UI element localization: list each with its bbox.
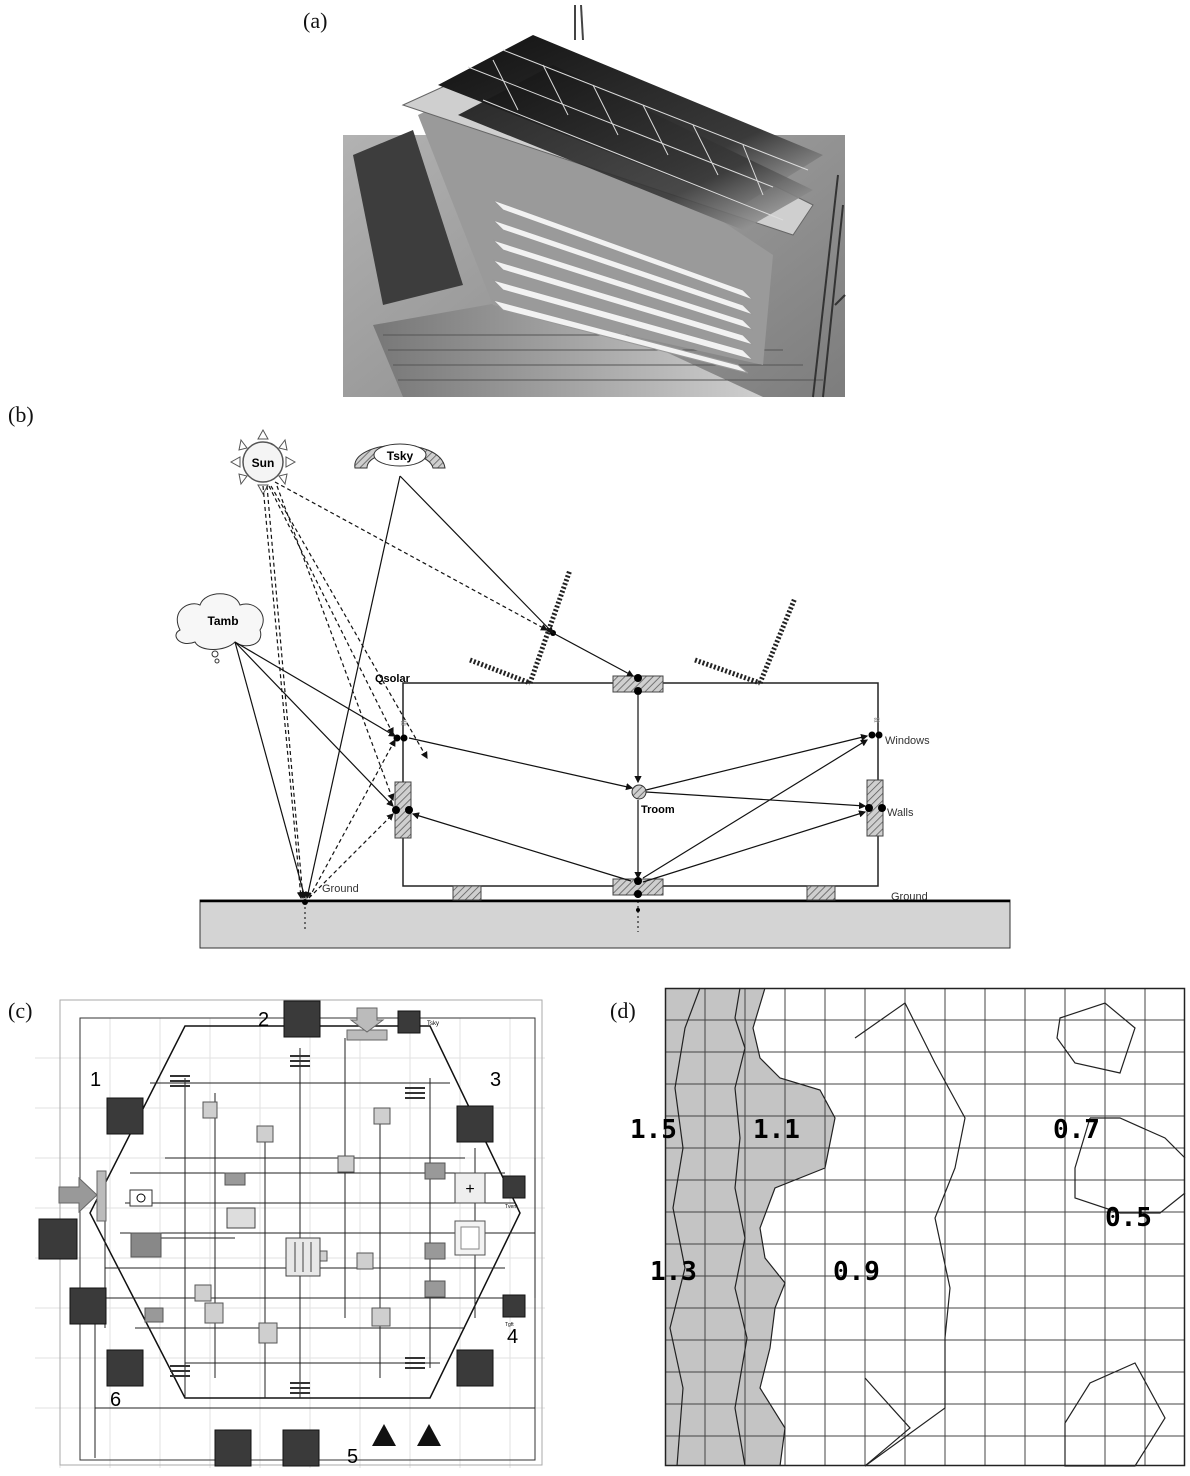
contour-frame (664, 987, 1186, 1467)
panel-b-label: (b) (8, 402, 34, 427)
node-number-5: 5 (347, 1446, 358, 1468)
room-outline (402, 682, 879, 887)
panel-a-render (343, 4, 846, 398)
boundary-blocks (38, 1000, 526, 1467)
panel-c-model: + 1 2 3 4 5 6 Tsky Tvent Tgft (35, 999, 545, 1468)
render-panel-grid (467, 49, 809, 221)
panel-d-label: (d) (610, 998, 636, 1023)
svg-text:≋: ≋ (400, 718, 408, 728)
wind-input-arrow (58, 1170, 107, 1222)
troom-node (631, 784, 647, 800)
center-component-bars (294, 1242, 312, 1272)
tvent-small-label: Tvent (505, 1204, 518, 1210)
panel-c-label: (c) (8, 998, 33, 1023)
contour-label-1-3: 1.3 (650, 1257, 697, 1287)
tamb-node: Tamb (175, 593, 264, 664)
plus-block: + (454, 1172, 486, 1204)
render-louvers (491, 199, 755, 374)
render-deck (373, 295, 763, 397)
walls-label: Walls (887, 807, 914, 819)
ground-ticks (304, 896, 639, 932)
svg-text:≋: ≋ (873, 715, 881, 725)
troom-label: Troom (641, 804, 675, 816)
capacitor-symbols (170, 1055, 425, 1394)
tgft-small-label: Tgft (505, 1322, 514, 1328)
contour-label-0-7: 0.7 (1053, 1115, 1100, 1145)
panel-d-contour: 1.5 1.1 0.7 0.5 1.3 0.9 (630, 987, 1186, 1467)
capacitor-center-left (226, 1207, 256, 1229)
render-house-body (418, 75, 773, 365)
sensor-block (129, 1189, 153, 1207)
node-number-1: 1 (90, 1069, 101, 1091)
sun-label: Sun (252, 456, 275, 470)
render-solar-rows (438, 35, 823, 230)
component-boxes (130, 1101, 446, 1344)
sun-node: Sun (229, 428, 297, 496)
render-grass (353, 130, 463, 305)
support-right (806, 885, 836, 901)
tamb-label: Tamb (207, 614, 238, 628)
qsolar-label: Qsolar (375, 673, 411, 685)
contour-lines (669, 987, 1186, 1467)
heat-links-dashed (262, 481, 549, 900)
tsky-label: Tsky (387, 449, 414, 463)
white-block-inner (460, 1226, 480, 1250)
contour-label-1-1: 1.1 (753, 1115, 800, 1145)
node-number-4: 4 (507, 1326, 518, 1348)
window-left-node: ≋ (393, 718, 408, 742)
contour-shaded-outer (665, 988, 747, 1466)
contour-shaded-middle (735, 988, 835, 1466)
svg-text:+: + (465, 1181, 474, 1198)
ground-slab (199, 899, 1011, 949)
sun-input-arrow (346, 1007, 388, 1041)
tsky-node: Tsky (354, 443, 446, 469)
node-number-6: 6 (110, 1389, 121, 1411)
heat-links-solid (234, 475, 869, 900)
contour-grid (665, 988, 1185, 1466)
contour-label-0-9: 0.9 (833, 1257, 880, 1287)
render-bamboo-right (812, 174, 846, 398)
windows-label: Windows (885, 735, 930, 747)
panel-b-network: Sun Tsky Tamb Qsolar Windows Troom Walls… (175, 428, 1011, 949)
ground-left-label: Ground (322, 883, 359, 895)
contour-label-0-5: 0.5 (1105, 1203, 1152, 1233)
pv-panel-left (469, 569, 573, 686)
node-number-3: 3 (490, 1069, 501, 1091)
tsky-small-label: Tsky (427, 1021, 439, 1027)
output-triangles (372, 1424, 441, 1446)
model-background-grid (35, 1018, 545, 1468)
render-bamboo-top (574, 4, 584, 41)
contour-label-1-5: 1.5 (630, 1115, 677, 1145)
ground-right-label: Ground (891, 891, 928, 903)
window-right-node: ≋ (868, 715, 883, 739)
building-hexagon (89, 1025, 521, 1399)
support-left (452, 885, 482, 901)
node-number-2: 2 (258, 1009, 269, 1031)
pv-panel-right (694, 597, 798, 686)
panel-a-label: (a) (303, 8, 328, 33)
